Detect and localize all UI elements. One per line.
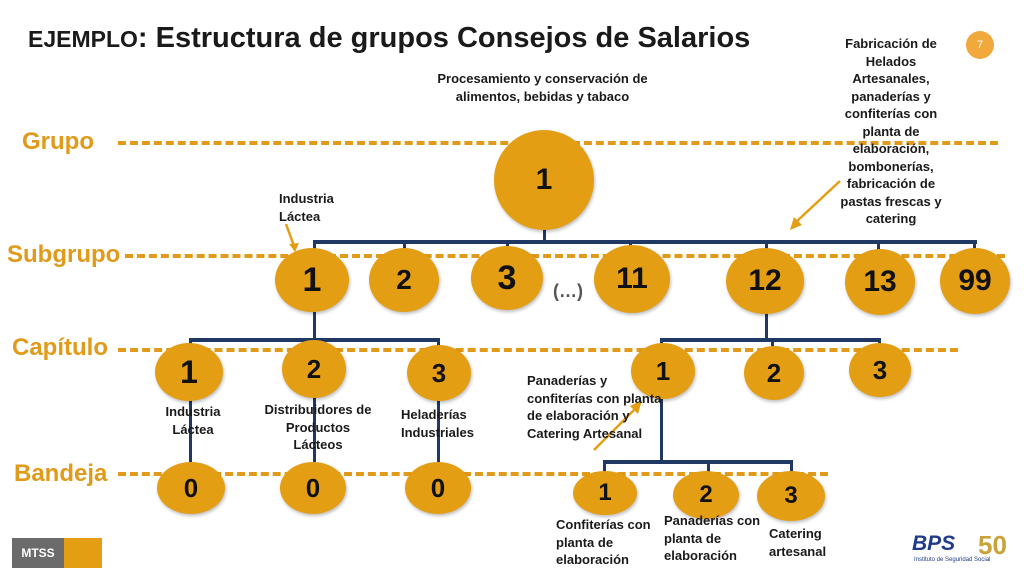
bps-logo: BPS Instituto de Seguridad Social 50 (912, 530, 1007, 563)
subgroup-node-12: 12 (726, 248, 804, 314)
connector-sg99 (973, 240, 976, 254)
connector-tray-left-3 (437, 398, 440, 462)
tray-left-node-2: 0 (280, 462, 346, 514)
page-title: EJEMPLO: Estructura de grupos Consejos d… (28, 22, 751, 54)
connector-tray-right-3 (790, 460, 793, 472)
tray-left-node-3: 0 (405, 462, 471, 514)
tray-right-label-3: Catering artesanal (769, 526, 827, 559)
chapter-left-node-1: 1 (155, 343, 223, 401)
connector-sg2 (403, 240, 406, 254)
connector-tray-left-1 (189, 398, 192, 462)
connector-group-down (543, 228, 546, 242)
level-bandeja: Bandeja (14, 460, 108, 487)
tray-right-node-1: 1 (573, 471, 637, 515)
level-capitulo: Capítulo (12, 334, 108, 361)
connector-tray-right-bar (603, 460, 793, 464)
level-line-subgrupo (125, 254, 1005, 258)
chapter-right-node-3: 3 (849, 343, 911, 397)
subgroup-node-99: 99 (940, 248, 1010, 314)
tray-right-label-2: Panaderías con planta de elaboración (664, 513, 761, 563)
arrow-chapter-right-1-icon (593, 400, 642, 451)
group-node: 1 (494, 130, 594, 230)
subgroup-12-note: Fabricación de Helados Artesanales, pana… (840, 36, 942, 226)
group-label: Procesamiento y conservación de alimento… (437, 71, 648, 104)
subgroup-ellipsis: (…) (553, 281, 583, 301)
tray-right-label-1: Confiterías con planta de elaboración (556, 517, 651, 567)
bps-anniversary: 50 (978, 530, 1007, 560)
connector-sg13 (877, 240, 880, 254)
level-line-bandeja (118, 472, 828, 476)
subgroup-node-1: 1 (275, 248, 349, 312)
arrow-subgroup-12-icon (790, 180, 841, 230)
chapter-right-1-note: Panaderías y confiterías con planta de e… (527, 373, 662, 441)
subgroup-node-11: 11 (594, 245, 670, 313)
connector-ch-right-2 (771, 338, 774, 350)
subgroup-node-13: 13 (845, 249, 915, 315)
tray-left-node-1: 0 (157, 462, 225, 514)
mtss-logo: MTSS (12, 538, 102, 568)
connector-sg1 (313, 240, 316, 254)
level-subgrupo: Subgrupo (7, 241, 121, 268)
connector-ch-right-1-down (660, 398, 663, 462)
chapter-right-node-2: 2 (744, 346, 804, 400)
chapter-right-node-1: 1 (631, 343, 695, 399)
subgroup-1-note: Industria Láctea (279, 191, 334, 224)
connector-tray-left-2 (313, 396, 316, 462)
slide-number: 7 (966, 31, 994, 59)
connector-sg12-down (765, 312, 768, 340)
subgroup-node-3: 3 (471, 246, 543, 310)
chapter-left-label-3: Heladerías Industriales (401, 407, 474, 440)
tray-right-node-3: 3 (757, 471, 825, 521)
connector-subgroup-bar (313, 240, 977, 244)
connector-tray-right-2 (707, 460, 710, 472)
subgroup-node-2: 2 (369, 248, 439, 312)
connector-sg1-down (313, 312, 316, 340)
chapter-left-label-2: Distribuidores de Productos Lácteos (264, 402, 372, 452)
tray-right-node-2: 2 (673, 471, 739, 519)
connector-ch-left-3 (437, 338, 440, 350)
arrow-subgroup-1-icon (284, 223, 299, 252)
connector-sg12 (765, 240, 768, 254)
level-line-capitulo (118, 348, 958, 352)
chapter-left-label-1: Industria Láctea (165, 404, 221, 437)
chapter-left-node-2: 2 (282, 340, 346, 398)
connector-tray-right-1 (603, 460, 606, 472)
level-grupo: Grupo (22, 128, 94, 155)
connector-chapter-right-bar (660, 338, 881, 342)
chapter-left-node-3: 3 (407, 345, 471, 401)
